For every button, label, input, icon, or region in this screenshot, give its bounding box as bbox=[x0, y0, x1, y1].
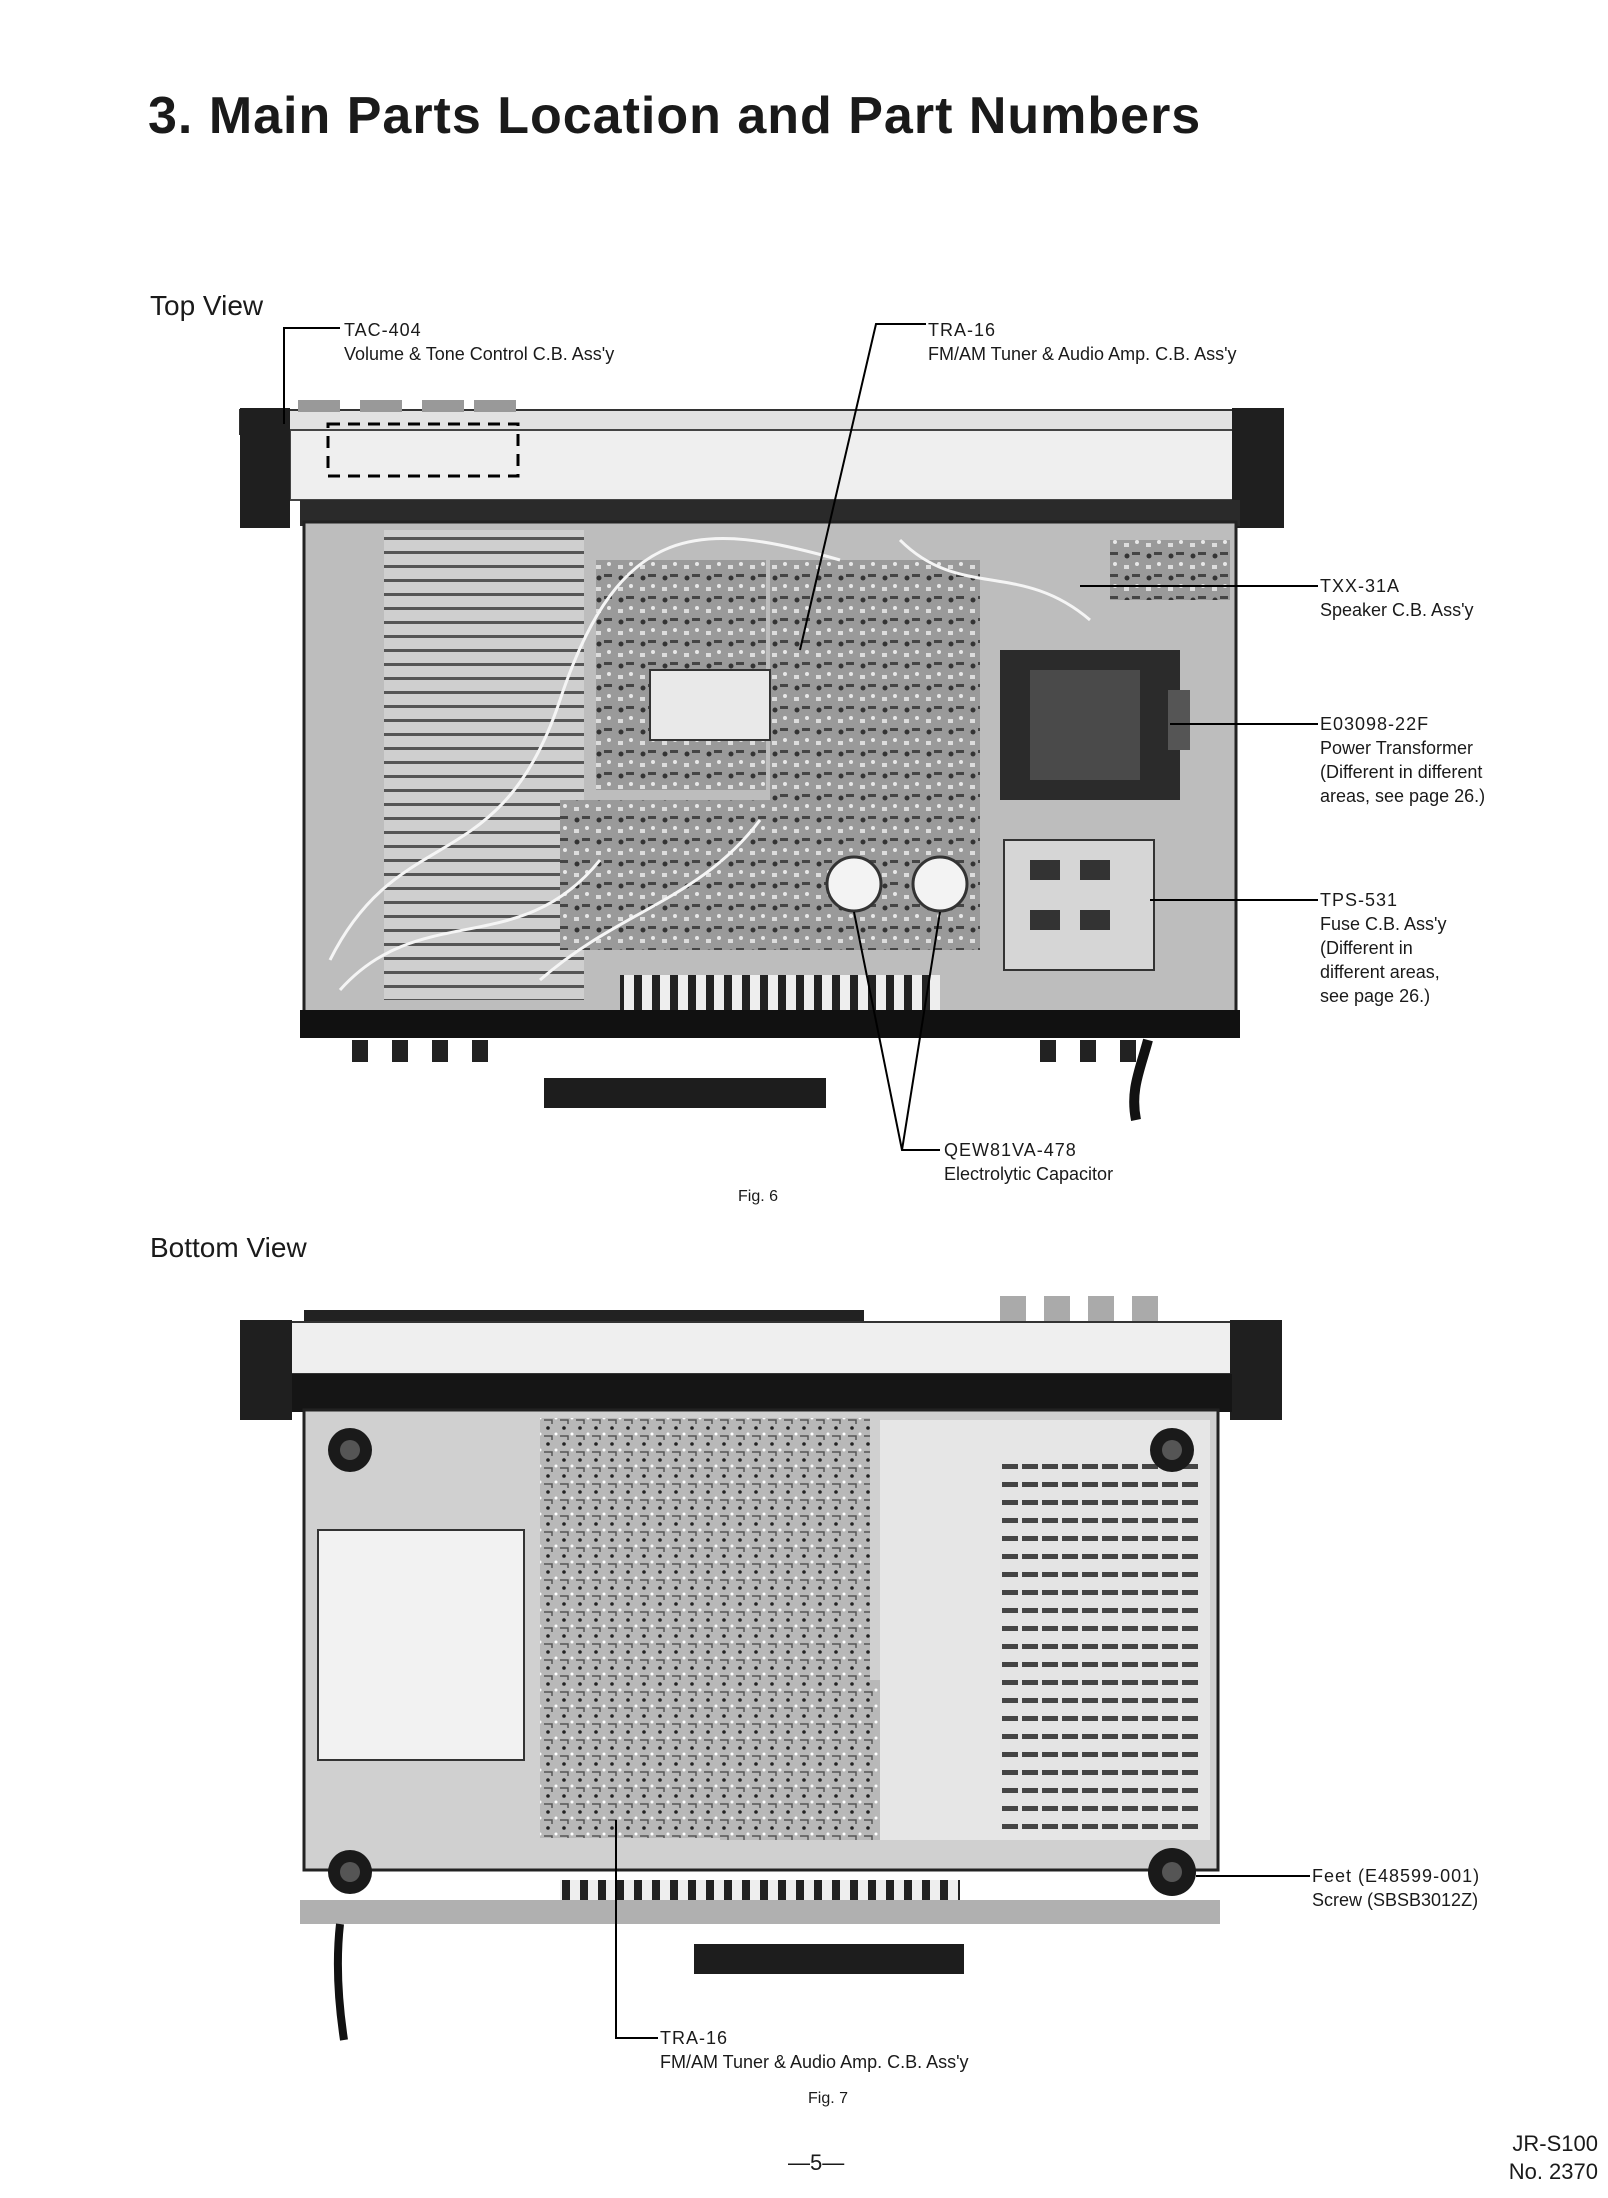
callout-capacitor-desc: Electrolytic Capacitor bbox=[944, 1164, 1114, 1184]
callout-feet: Feet (E48599-001) Screw (SBSB3012Z) bbox=[1312, 1864, 1480, 1912]
callout-tac-404: TAC-404 Volume & Tone Control C.B. Ass'y bbox=[344, 318, 614, 366]
callout-tra-16-bottom-desc: FM/AM Tuner & Audio Amp. C.B. Ass'y bbox=[660, 2052, 969, 2072]
top-view-heading: Top View bbox=[150, 290, 264, 321]
figure-6-caption: Fig. 6 bbox=[738, 1188, 779, 1205]
callout-txx-31a-desc: Speaker C.B. Ass'y bbox=[1320, 600, 1474, 620]
callout-tps-531-part: TPS-531 bbox=[1320, 890, 1399, 910]
callout-power-transformer: E03098-22F Power Transformer (Different … bbox=[1320, 712, 1485, 808]
callout-power-transformer-desc-1: Power Transformer bbox=[1320, 738, 1474, 758]
model-number: JR-S100 bbox=[1512, 2131, 1598, 2156]
callout-power-transformer-desc-2: (Different in different bbox=[1320, 762, 1483, 782]
callout-tps-531-desc-1: Fuse C.B. Ass'y bbox=[1320, 914, 1447, 934]
callout-capacitor: QEW81VA-478 Electrolytic Capacitor bbox=[944, 1138, 1113, 1186]
callout-feet-screw: Screw (SBSB3012Z) bbox=[1312, 1890, 1479, 1910]
callout-tra-16-bottom: TRA-16 FM/AM Tuner & Audio Amp. C.B. Ass… bbox=[660, 2026, 969, 2074]
callout-tps-531-desc-2: (Different in bbox=[1320, 938, 1413, 958]
callout-capacitor-part: QEW81VA-478 bbox=[944, 1140, 1077, 1160]
callout-tra-16-bottom-part: TRA-16 bbox=[660, 2028, 729, 2048]
callout-txx-31a-part: TXX-31A bbox=[1320, 576, 1401, 596]
doc-id: JR-S100 No. 2370 bbox=[1509, 2130, 1598, 2186]
callout-txx-31a: TXX-31A Speaker C.B. Ass'y bbox=[1320, 574, 1474, 622]
callout-tps-531: TPS-531 Fuse C.B. Ass'y (Different in di… bbox=[1320, 888, 1446, 1008]
callout-power-transformer-part: E03098-22F bbox=[1320, 714, 1430, 734]
callout-tra-16-top: TRA-16 FM/AM Tuner & Audio Amp. C.B. Ass… bbox=[928, 318, 1237, 366]
document-number: No. 2370 bbox=[1508, 2159, 1598, 2184]
figure-7-caption: Fig. 7 bbox=[808, 2090, 849, 2107]
callout-power-transformer-desc-3: areas, see page 26.) bbox=[1320, 786, 1486, 806]
callout-tac-404-desc: Volume & Tone Control C.B. Ass'y bbox=[344, 344, 615, 364]
callout-tra-16-top-part: TRA-16 bbox=[928, 320, 997, 340]
callout-tps-531-desc-4: see page 26.) bbox=[1320, 986, 1431, 1006]
callout-feet-part: Feet (E48599-001) bbox=[1312, 1866, 1481, 1886]
page-title: 3. Main Parts Location and Part Numbers bbox=[148, 87, 1202, 145]
bottom-view-heading: Bottom View bbox=[150, 1232, 307, 1263]
callout-tra-16-top-desc: FM/AM Tuner & Audio Amp. C.B. Ass'y bbox=[928, 344, 1237, 364]
callout-tac-404-part: TAC-404 bbox=[344, 320, 422, 340]
callout-tps-531-desc-3: different areas, bbox=[1320, 962, 1440, 982]
page-number: —5— bbox=[788, 2150, 845, 2175]
